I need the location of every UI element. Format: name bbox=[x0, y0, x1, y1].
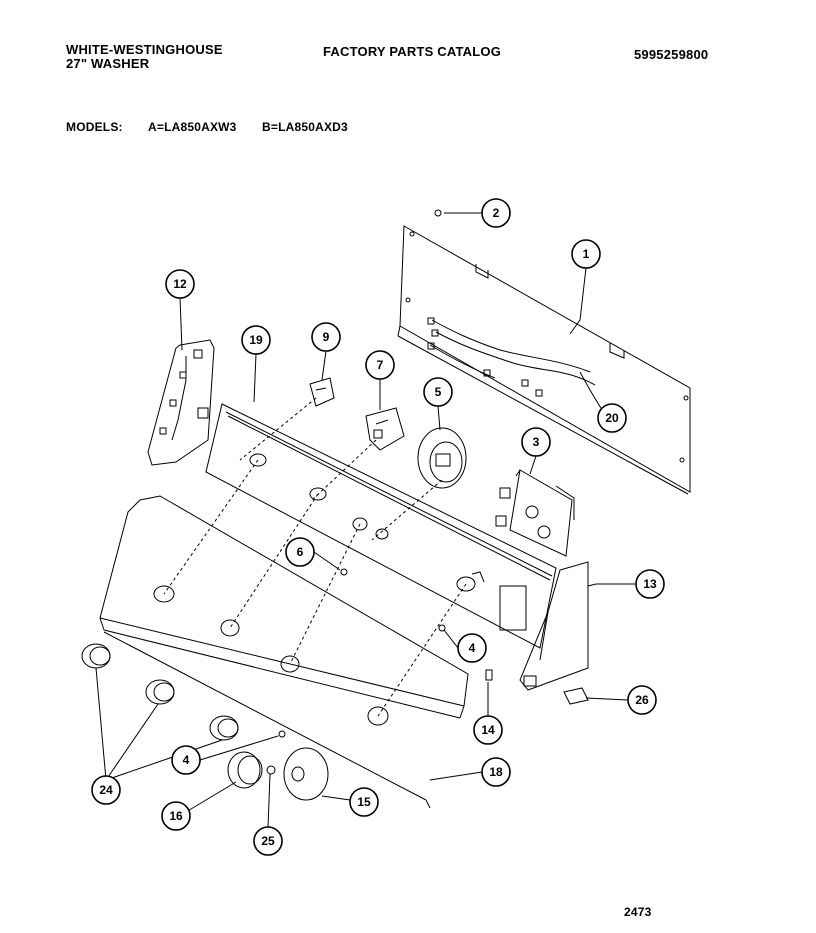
washer-part bbox=[266, 765, 276, 775]
callout-12: 12 bbox=[165, 269, 195, 299]
svg-text:20: 20 bbox=[605, 411, 619, 425]
catalog-title: FACTORY PARTS CATALOG bbox=[323, 44, 502, 59]
dial-part bbox=[283, 747, 329, 801]
control-panel-part bbox=[205, 403, 557, 649]
end-cap-part bbox=[519, 561, 589, 691]
switch-part bbox=[309, 377, 335, 407]
svg-text:5: 5 bbox=[435, 385, 442, 399]
svg-text:15: 15 bbox=[357, 795, 371, 809]
callout-3: 3 bbox=[521, 427, 551, 457]
callout-7: 7 bbox=[365, 350, 395, 380]
callout-2: 2 bbox=[481, 198, 511, 228]
callout-9: 9 bbox=[311, 322, 341, 352]
callout-19: 19 bbox=[241, 325, 271, 355]
callout-16: 16 bbox=[161, 801, 191, 831]
svg-text:14: 14 bbox=[481, 723, 495, 737]
svg-text:4: 4 bbox=[183, 753, 190, 767]
product-title: 27" WASHER bbox=[66, 56, 150, 71]
knob-set-part bbox=[81, 643, 239, 741]
front-console-part bbox=[99, 495, 485, 809]
model-a: A=LA850AXW3 bbox=[148, 120, 237, 134]
callout-25: 25 bbox=[253, 826, 283, 856]
callout-4-lower: 4 bbox=[171, 745, 201, 775]
fastener-parts bbox=[278, 568, 493, 738]
svg-text:12: 12 bbox=[173, 277, 187, 291]
callout-13: 13 bbox=[635, 569, 665, 599]
callout-24: 24 bbox=[91, 775, 121, 805]
clip-part bbox=[563, 687, 589, 705]
svg-text:24: 24 bbox=[99, 783, 113, 797]
svg-text:9: 9 bbox=[323, 330, 330, 344]
rear-panel-part bbox=[397, 225, 691, 495]
svg-text:6: 6 bbox=[297, 545, 304, 559]
callout-18: 18 bbox=[481, 757, 511, 787]
callout-6: 6 bbox=[285, 537, 315, 567]
brand-title: WHITE-WESTINGHOUSE bbox=[66, 42, 223, 57]
svg-text:2: 2 bbox=[493, 206, 500, 220]
svg-text:4: 4 bbox=[469, 641, 476, 655]
svg-text:25: 25 bbox=[261, 834, 275, 848]
page-code: 2473 bbox=[624, 905, 652, 919]
bracket-part bbox=[147, 339, 215, 466]
svg-text:1: 1 bbox=[583, 247, 590, 261]
timer-part bbox=[495, 469, 575, 557]
leader-lines bbox=[95, 212, 636, 829]
svg-text:19: 19 bbox=[249, 333, 263, 347]
screw-part bbox=[434, 209, 442, 217]
callout-4-upper: 4 bbox=[457, 633, 487, 663]
catalog-number: 5995259800 bbox=[634, 47, 709, 62]
callout-1: 1 bbox=[571, 239, 601, 269]
svg-text:13: 13 bbox=[643, 577, 657, 591]
svg-text:7: 7 bbox=[377, 358, 384, 372]
svg-text:26: 26 bbox=[635, 693, 649, 707]
callout-15: 15 bbox=[349, 787, 379, 817]
model-b: B=LA850AXD3 bbox=[262, 120, 348, 134]
svg-text:3: 3 bbox=[533, 435, 540, 449]
svg-text:18: 18 bbox=[489, 765, 503, 779]
svg-text:16: 16 bbox=[169, 809, 183, 823]
selector-switch-part bbox=[365, 407, 405, 451]
wire-harness-part bbox=[427, 317, 596, 397]
callout-20: 20 bbox=[597, 403, 627, 433]
assembly-guide-lines bbox=[163, 397, 467, 717]
models-label: MODELS: bbox=[66, 120, 123, 134]
callout-14: 14 bbox=[473, 715, 503, 745]
callout-5: 5 bbox=[423, 377, 453, 407]
callout-26: 26 bbox=[627, 685, 657, 715]
timer-knob-part bbox=[227, 751, 263, 789]
water-level-switch-part bbox=[417, 427, 467, 489]
